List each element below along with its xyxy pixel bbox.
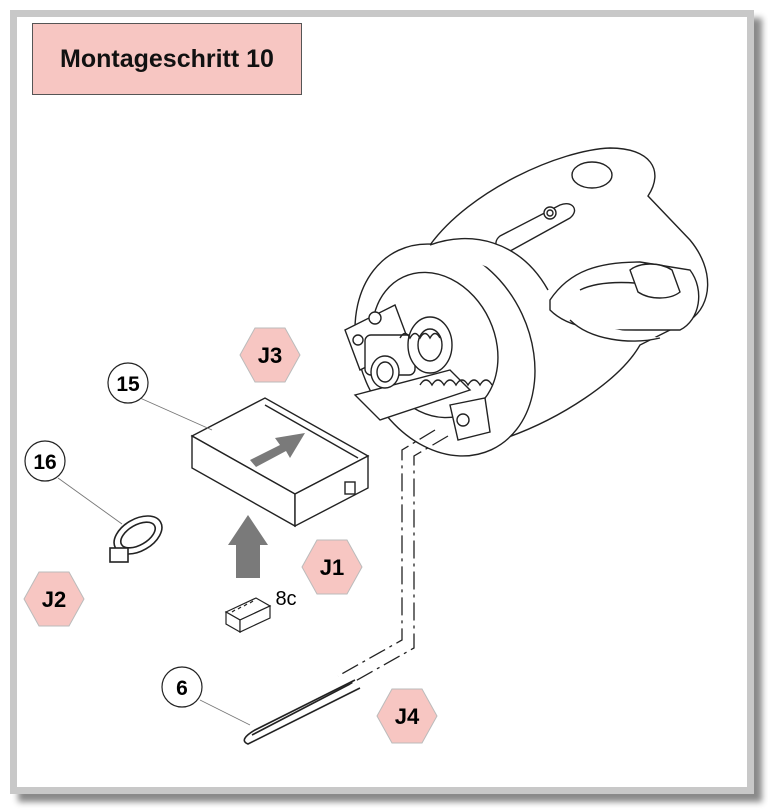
step-title: Montageschritt 10 — [32, 23, 302, 95]
ring-part-16 — [109, 515, 163, 563]
leader-lines — [57, 397, 251, 726]
clip-part-6 — [243, 679, 361, 745]
callout-circle-16 — [24, 440, 66, 482]
hex-label-j2: J2 — [42, 587, 66, 612]
motor-housing — [344, 147, 709, 457]
connector-part-8c — [224, 597, 272, 634]
part-label-6: 6 — [176, 677, 188, 700]
hex-badge-j1 — [301, 539, 363, 595]
hex-label-j3: J3 — [258, 343, 282, 368]
cover-box-part-15 — [190, 397, 370, 528]
hex-badge-j4 — [376, 688, 438, 744]
arrow-into-housing — [250, 433, 305, 467]
part-label-15: 15 — [116, 373, 140, 396]
part-label-8c: 8c — [275, 588, 296, 610]
hex-label-j1: J1 — [320, 555, 344, 580]
hex-badge-j3 — [239, 327, 301, 383]
arrow-up — [228, 515, 268, 578]
hex-label-j4: J4 — [395, 704, 420, 729]
part-label-16: 16 — [33, 451, 56, 474]
cable-route — [337, 429, 449, 685]
hex-badge-j2 — [23, 571, 85, 627]
callout-circle-6 — [161, 666, 203, 708]
callout-circle-15 — [107, 362, 149, 404]
